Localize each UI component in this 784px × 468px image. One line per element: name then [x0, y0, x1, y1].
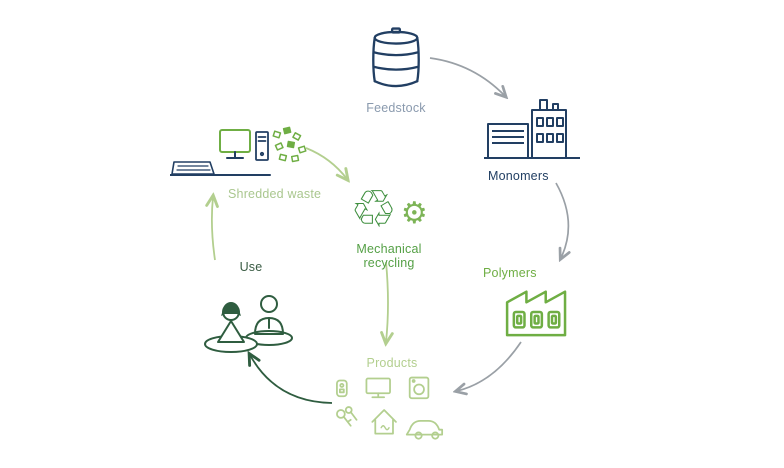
node-label-mechanical-recycling: Mechanical recycling: [356, 242, 422, 270]
car-icon: [405, 419, 444, 440]
node-label-polymers: Polymers: [483, 266, 537, 280]
factory-dark-icon: [484, 99, 580, 159]
keyboard-icon: [171, 161, 215, 175]
arrow-monomers-polymers: [555, 182, 568, 258]
factory-green-icon: [505, 290, 567, 337]
node-feedstock: Feedstock: [338, 26, 454, 115]
node-monomers: Monomers: [482, 96, 590, 183]
node-mechanical-recycling: ♲ ⚙ Mechanical recycling: [334, 180, 444, 270]
recycle-gear-icon: ♲ ⚙: [334, 180, 444, 240]
computer-shredder-icon: [169, 126, 307, 176]
arrow-use-shredded: [212, 197, 215, 261]
arrow-mech-products: [386, 261, 388, 342]
people-icon: [204, 295, 293, 353]
gear-icon: ⚙: [400, 197, 428, 230]
node-shredded-waste: Shredded waste: [169, 124, 322, 201]
product-items-icons: [336, 376, 444, 440]
recycle-arrows-icon: ♲: [350, 181, 397, 239]
shredded-bits-icon: [272, 126, 307, 163]
node-label-feedstock: Feedstock: [366, 101, 426, 115]
pc-tower-icon: [255, 131, 269, 161]
washing-machine-icon: [408, 376, 430, 400]
node-polymers: Polymers: [483, 262, 583, 344]
car-key-icon: [336, 379, 348, 398]
monitor-icon: [365, 377, 391, 399]
node-label-monomers: Monomers: [488, 169, 549, 183]
keys-icon: [336, 406, 358, 427]
house-icon: [371, 409, 397, 435]
node-use: Use: [198, 256, 304, 361]
node-label-products: Products: [366, 356, 418, 370]
node-label-use: Use: [239, 260, 263, 274]
arrow-polymers-products: [457, 341, 522, 391]
node-products: Products: [328, 352, 456, 451]
arrow-products-use: [250, 355, 333, 404]
barrel-icon: [372, 27, 420, 88]
node-label-shredded-waste: Shredded waste: [228, 187, 322, 201]
woman-figure-icon: [204, 302, 258, 353]
man-figure-icon: [245, 295, 293, 346]
desktop-monitor-icon: [219, 129, 251, 159]
